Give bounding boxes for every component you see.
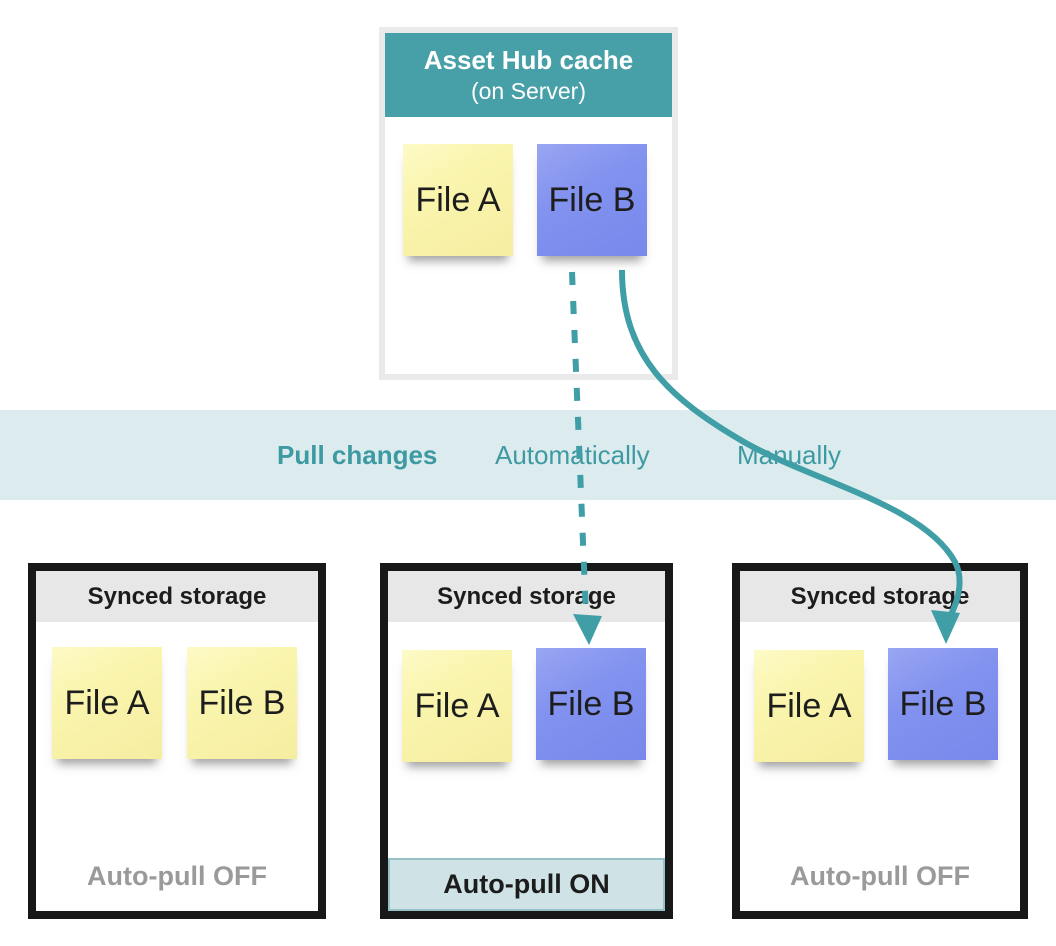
auto-pull-status-right: Auto-pull OFF [790,860,970,891]
storage-right-file-a-note: File A [754,650,864,762]
storage-left-file-a-note: File A [52,647,162,759]
pull-changes-band: Pull changes Automatically Manually [0,410,1056,500]
auto-pull-status-left: Auto-pull OFF [87,860,267,891]
server-file-b-note: File B [537,144,647,256]
storage-middle-file-b-note: File B [536,648,646,760]
pull-changes-label: Pull changes [277,439,438,470]
asset-hub-cache-header: Asset Hub cache (on Server) [385,33,672,117]
synced-storage-header: Synced storage [740,571,1020,622]
server-box-subtitle: (on Server) [470,78,587,104]
server-file-a-note: File A [403,144,513,256]
auto-pull-status-middle: Auto-pull ON [388,858,665,911]
storage-right-file-b-note: File B [888,648,998,760]
server-box-title: Asset Hub cache [423,45,634,75]
storage-middle-file-a-note: File A [402,650,512,762]
manually-label: Manually [737,439,842,470]
storage-left-file-b-note: File B [187,647,297,759]
synced-storage-header: Synced storage [388,571,665,622]
automatically-label: Automatically [495,439,650,470]
synced-storage-header: Synced storage [36,571,318,622]
